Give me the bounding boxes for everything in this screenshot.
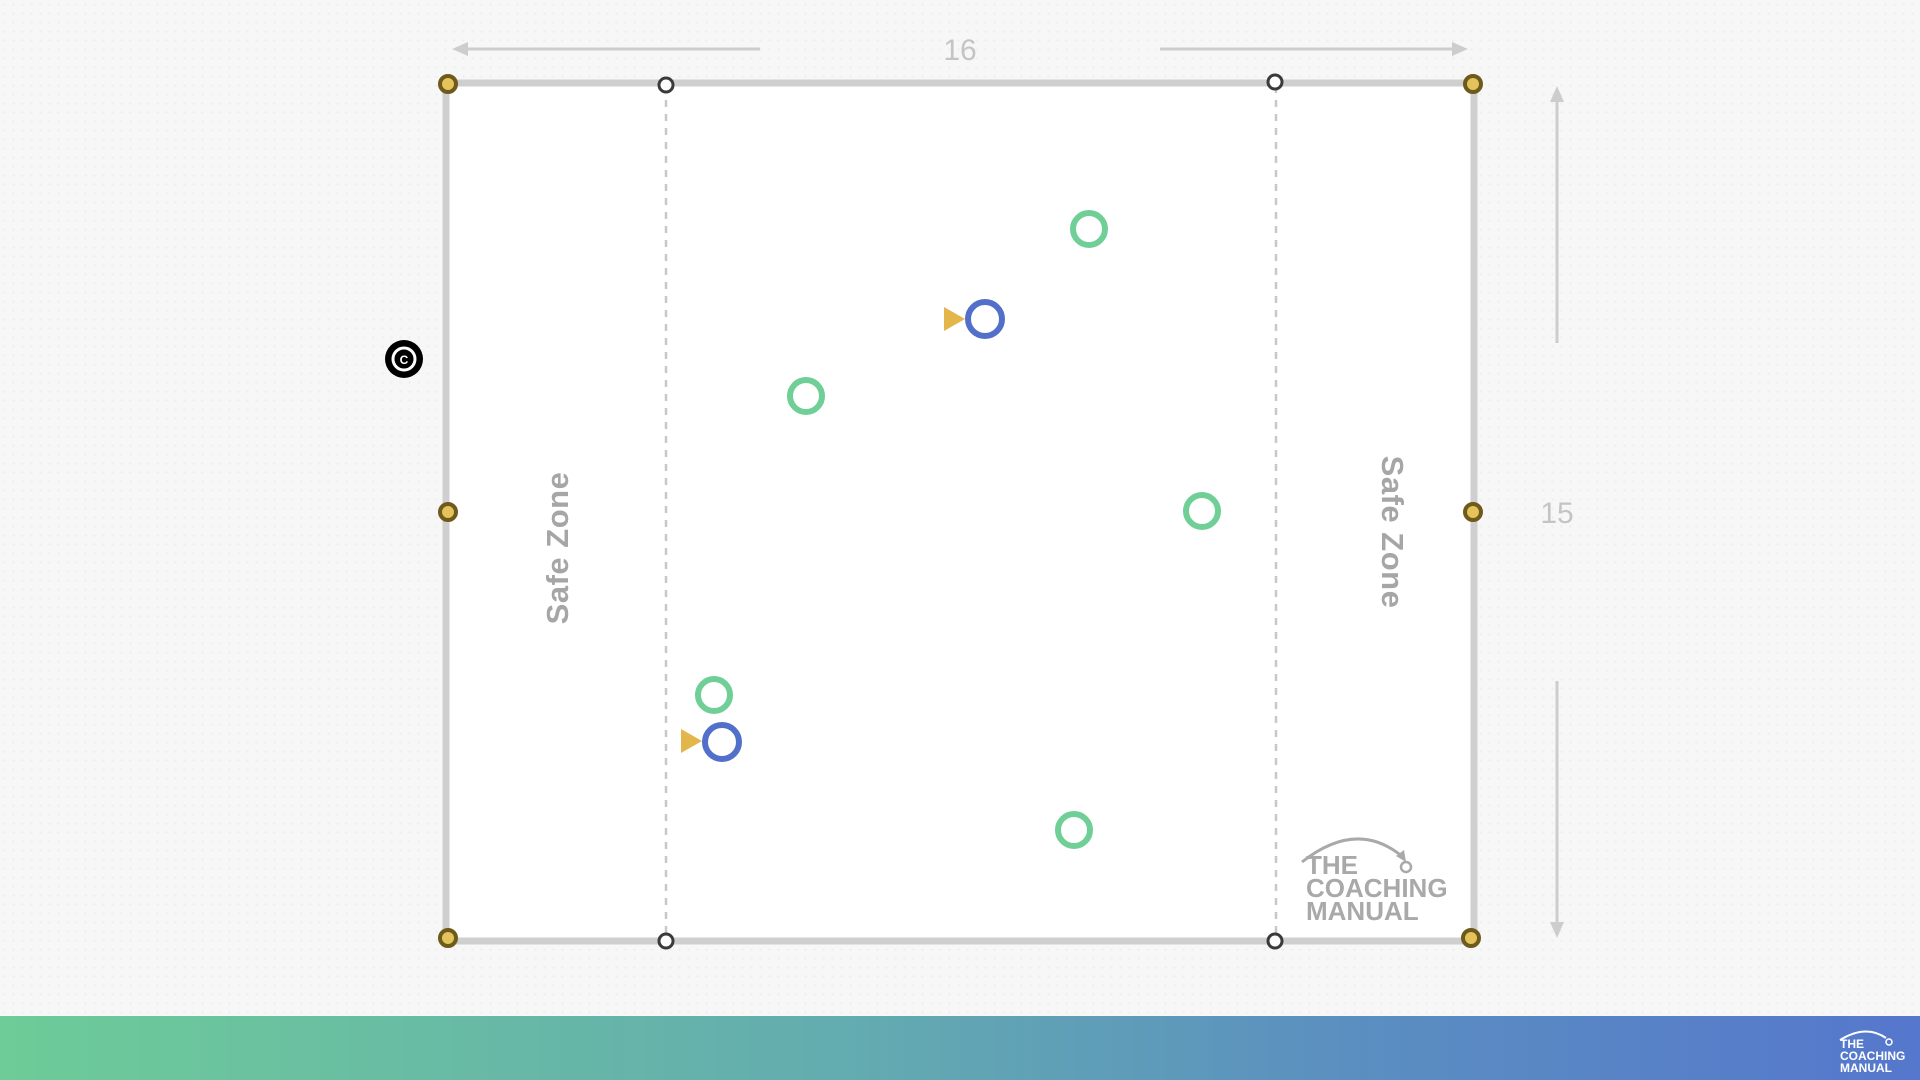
- marker-bottom-left-divider: [657, 932, 675, 950]
- green-player-5: [1055, 811, 1093, 849]
- marker-top-left-divider: [657, 76, 675, 94]
- coaching-manual-watermark: THE COACHING MANUAL: [1301, 837, 1448, 926]
- footer-logo: THE COACHING MANUAL: [1839, 1030, 1905, 1074]
- ball-2: [681, 729, 702, 753]
- width-dimension: 16: [452, 34, 1468, 67]
- footer-logo-line-2: COACHING: [1840, 1049, 1905, 1063]
- green-players: [695, 210, 1221, 849]
- coach-letter: C: [400, 353, 409, 367]
- green-player-2: [787, 377, 825, 415]
- ball-1: [944, 307, 965, 331]
- cone-top-right: [1463, 74, 1483, 94]
- width-label: 16: [943, 34, 976, 67]
- cone-mid-right: [1463, 502, 1483, 522]
- cone-mid-left: [438, 502, 458, 522]
- cone-bottom-right: [1461, 928, 1481, 948]
- green-player-1: [1070, 210, 1108, 248]
- left-safe-zone-label: Safe Zone: [540, 472, 575, 625]
- width-arrowhead-left: [452, 42, 468, 56]
- watermark-line-1: THE: [1306, 850, 1358, 880]
- blue-players: [681, 299, 1005, 762]
- blue-player-2: [702, 722, 742, 762]
- height-label: 15: [1540, 497, 1573, 530]
- coach-marker: C: [385, 340, 423, 378]
- green-player-4: [695, 676, 733, 714]
- drill-diagram: Safe Zone Safe Zone 16 15 C: [385, 34, 1574, 950]
- cone-bottom-left: [438, 928, 458, 948]
- height-arrowhead-bottom: [1550, 922, 1564, 938]
- gold-cones: [438, 74, 1483, 948]
- footer-logo-line-1: THE: [1840, 1037, 1864, 1051]
- height-arrowhead-top: [1550, 86, 1564, 102]
- marker-bottom-right-divider: [1266, 932, 1284, 950]
- width-arrowhead-right: [1452, 42, 1468, 56]
- footer-logo-arc: [1839, 1030, 1887, 1041]
- watermark-arrowhead: [1396, 850, 1406, 862]
- height-dimension: 15: [1540, 86, 1574, 938]
- pitch-area: [444, 83, 1474, 941]
- coach-inner-ring: [391, 346, 417, 372]
- footer-bar: THE COACHING MANUAL: [0, 1016, 1920, 1080]
- footer-logo-line-3: MANUAL: [1840, 1061, 1892, 1074]
- coach-circle: [385, 340, 423, 378]
- right-safe-zone-label: Safe Zone: [1375, 456, 1410, 609]
- watermark-ball: [1399, 860, 1413, 874]
- marker-top-right-divider: [1266, 73, 1284, 91]
- divider-markers: [657, 73, 1284, 950]
- green-player-3: [1183, 492, 1221, 530]
- blue-player-1: [965, 299, 1005, 339]
- footer-logo-ball: [1885, 1038, 1893, 1046]
- watermark-arc: [1301, 837, 1405, 864]
- cone-top-left: [438, 74, 458, 94]
- watermark-line-3: MANUAL: [1306, 896, 1419, 926]
- watermark-line-2: COACHING: [1306, 873, 1448, 903]
